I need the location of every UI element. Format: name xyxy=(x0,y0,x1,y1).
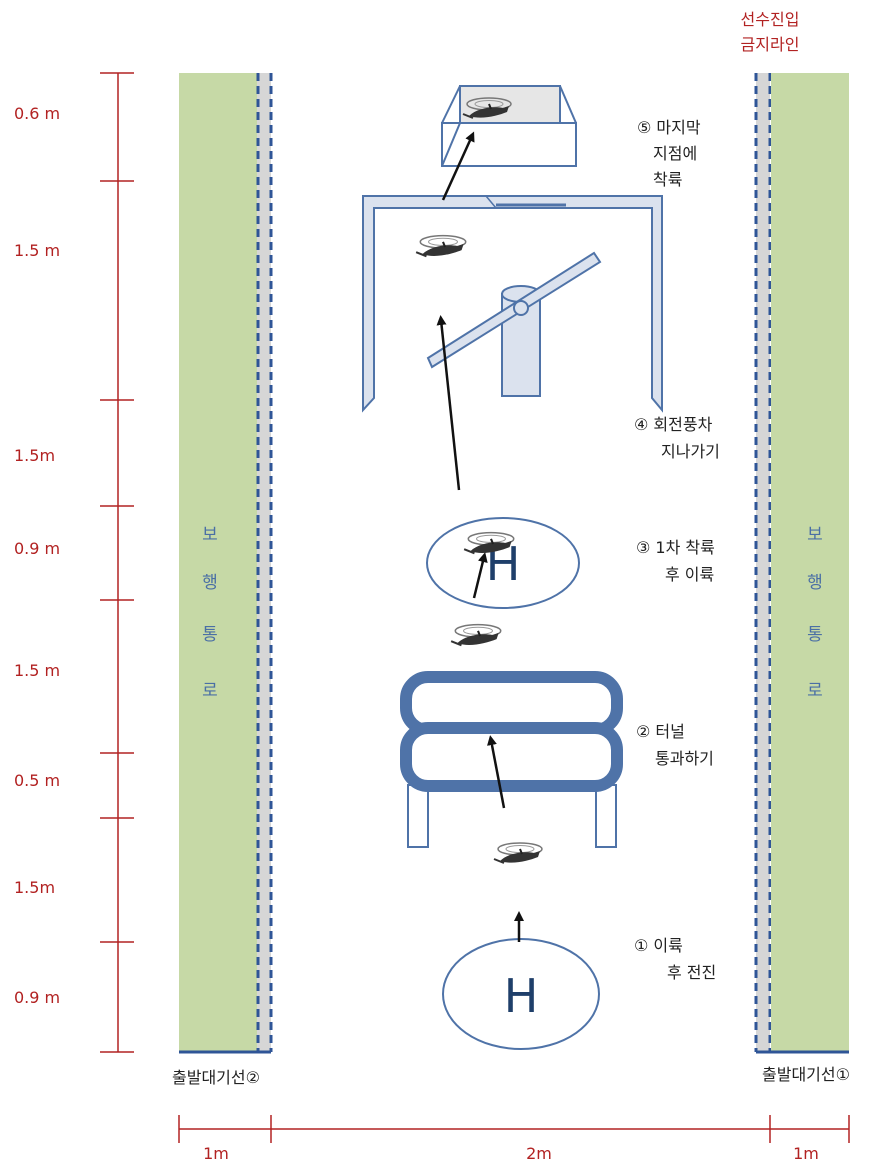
arrow-up-icon xyxy=(487,735,506,809)
helicopter-icon xyxy=(450,623,502,647)
walkway-char: 로 xyxy=(807,681,823,701)
height-ruler xyxy=(100,72,134,1053)
helicopter-icon xyxy=(415,234,467,258)
helipad-h-symbol: H xyxy=(504,969,539,1023)
step-4-label: 지나가기 xyxy=(661,442,720,461)
arrow-up-icon xyxy=(436,315,461,491)
flight-path-arrows xyxy=(436,131,524,942)
helicopter-icon xyxy=(492,841,544,865)
step-4-label: ④ 회전풍차 xyxy=(634,415,713,434)
dimension-label: 0.5 m xyxy=(14,771,60,790)
no-entry-strip-right xyxy=(756,73,770,1052)
helipad-1 xyxy=(426,517,580,609)
windmill-obstacle xyxy=(426,251,602,397)
no-entry-strip-left xyxy=(257,73,271,1052)
step-5-label: 착륙 xyxy=(653,170,682,189)
step-5-label: ⑤ 마지막 xyxy=(637,118,701,137)
walkway-left xyxy=(179,73,257,1052)
walkway-char: 보 xyxy=(807,525,823,545)
tunnel-obstacle xyxy=(400,671,623,848)
no-entry-line-label-1: 선수진입 xyxy=(741,10,800,29)
width-label: 2m xyxy=(526,1144,552,1163)
walkway-char: 행 xyxy=(807,573,823,593)
start-line-right-label: 출발대기선① xyxy=(762,1065,850,1084)
gate-frame xyxy=(362,195,663,413)
walkway-char: 통 xyxy=(202,625,218,645)
walkway-char: 통 xyxy=(807,625,823,645)
step-1-label: ① 이륙 xyxy=(634,936,683,955)
step-3-label: 후 이륙 xyxy=(665,565,714,584)
dimension-label: 1.5m xyxy=(14,446,55,465)
helipad-start xyxy=(442,938,600,1050)
dimension-label: 0.9 m xyxy=(14,539,60,558)
dimension-label: 0.9 m xyxy=(14,988,60,1007)
step-5-label: 지점에 xyxy=(653,144,697,163)
no-entry-line-label-2: 금지라인 xyxy=(741,35,800,54)
step-2-label: ② 터널 xyxy=(636,722,685,741)
dimension-label: 1.5 m xyxy=(14,661,60,680)
step-3-label: ③ 1차 착륙 xyxy=(636,538,715,557)
width-ruler xyxy=(178,1115,850,1143)
dimension-label: 1.5 m xyxy=(14,241,60,260)
walkway-right xyxy=(771,73,849,1052)
walkway-char: 보 xyxy=(202,525,218,545)
step-2-label: 통과하기 xyxy=(655,749,714,768)
final-landing-box xyxy=(441,85,577,167)
arrow-up-icon xyxy=(472,552,488,599)
width-label: 1m xyxy=(793,1144,819,1163)
arrow-up-icon xyxy=(441,131,475,201)
width-label: 1m xyxy=(203,1144,229,1163)
dimension-label: 1.5m xyxy=(14,878,55,897)
step-1-label: 후 전진 xyxy=(667,963,716,982)
dimension-label: 0.6 m xyxy=(14,104,60,123)
walkway-char: 행 xyxy=(202,573,218,593)
start-line-left-label: 출발대기선② xyxy=(172,1068,260,1087)
walkway-char: 로 xyxy=(202,681,218,701)
